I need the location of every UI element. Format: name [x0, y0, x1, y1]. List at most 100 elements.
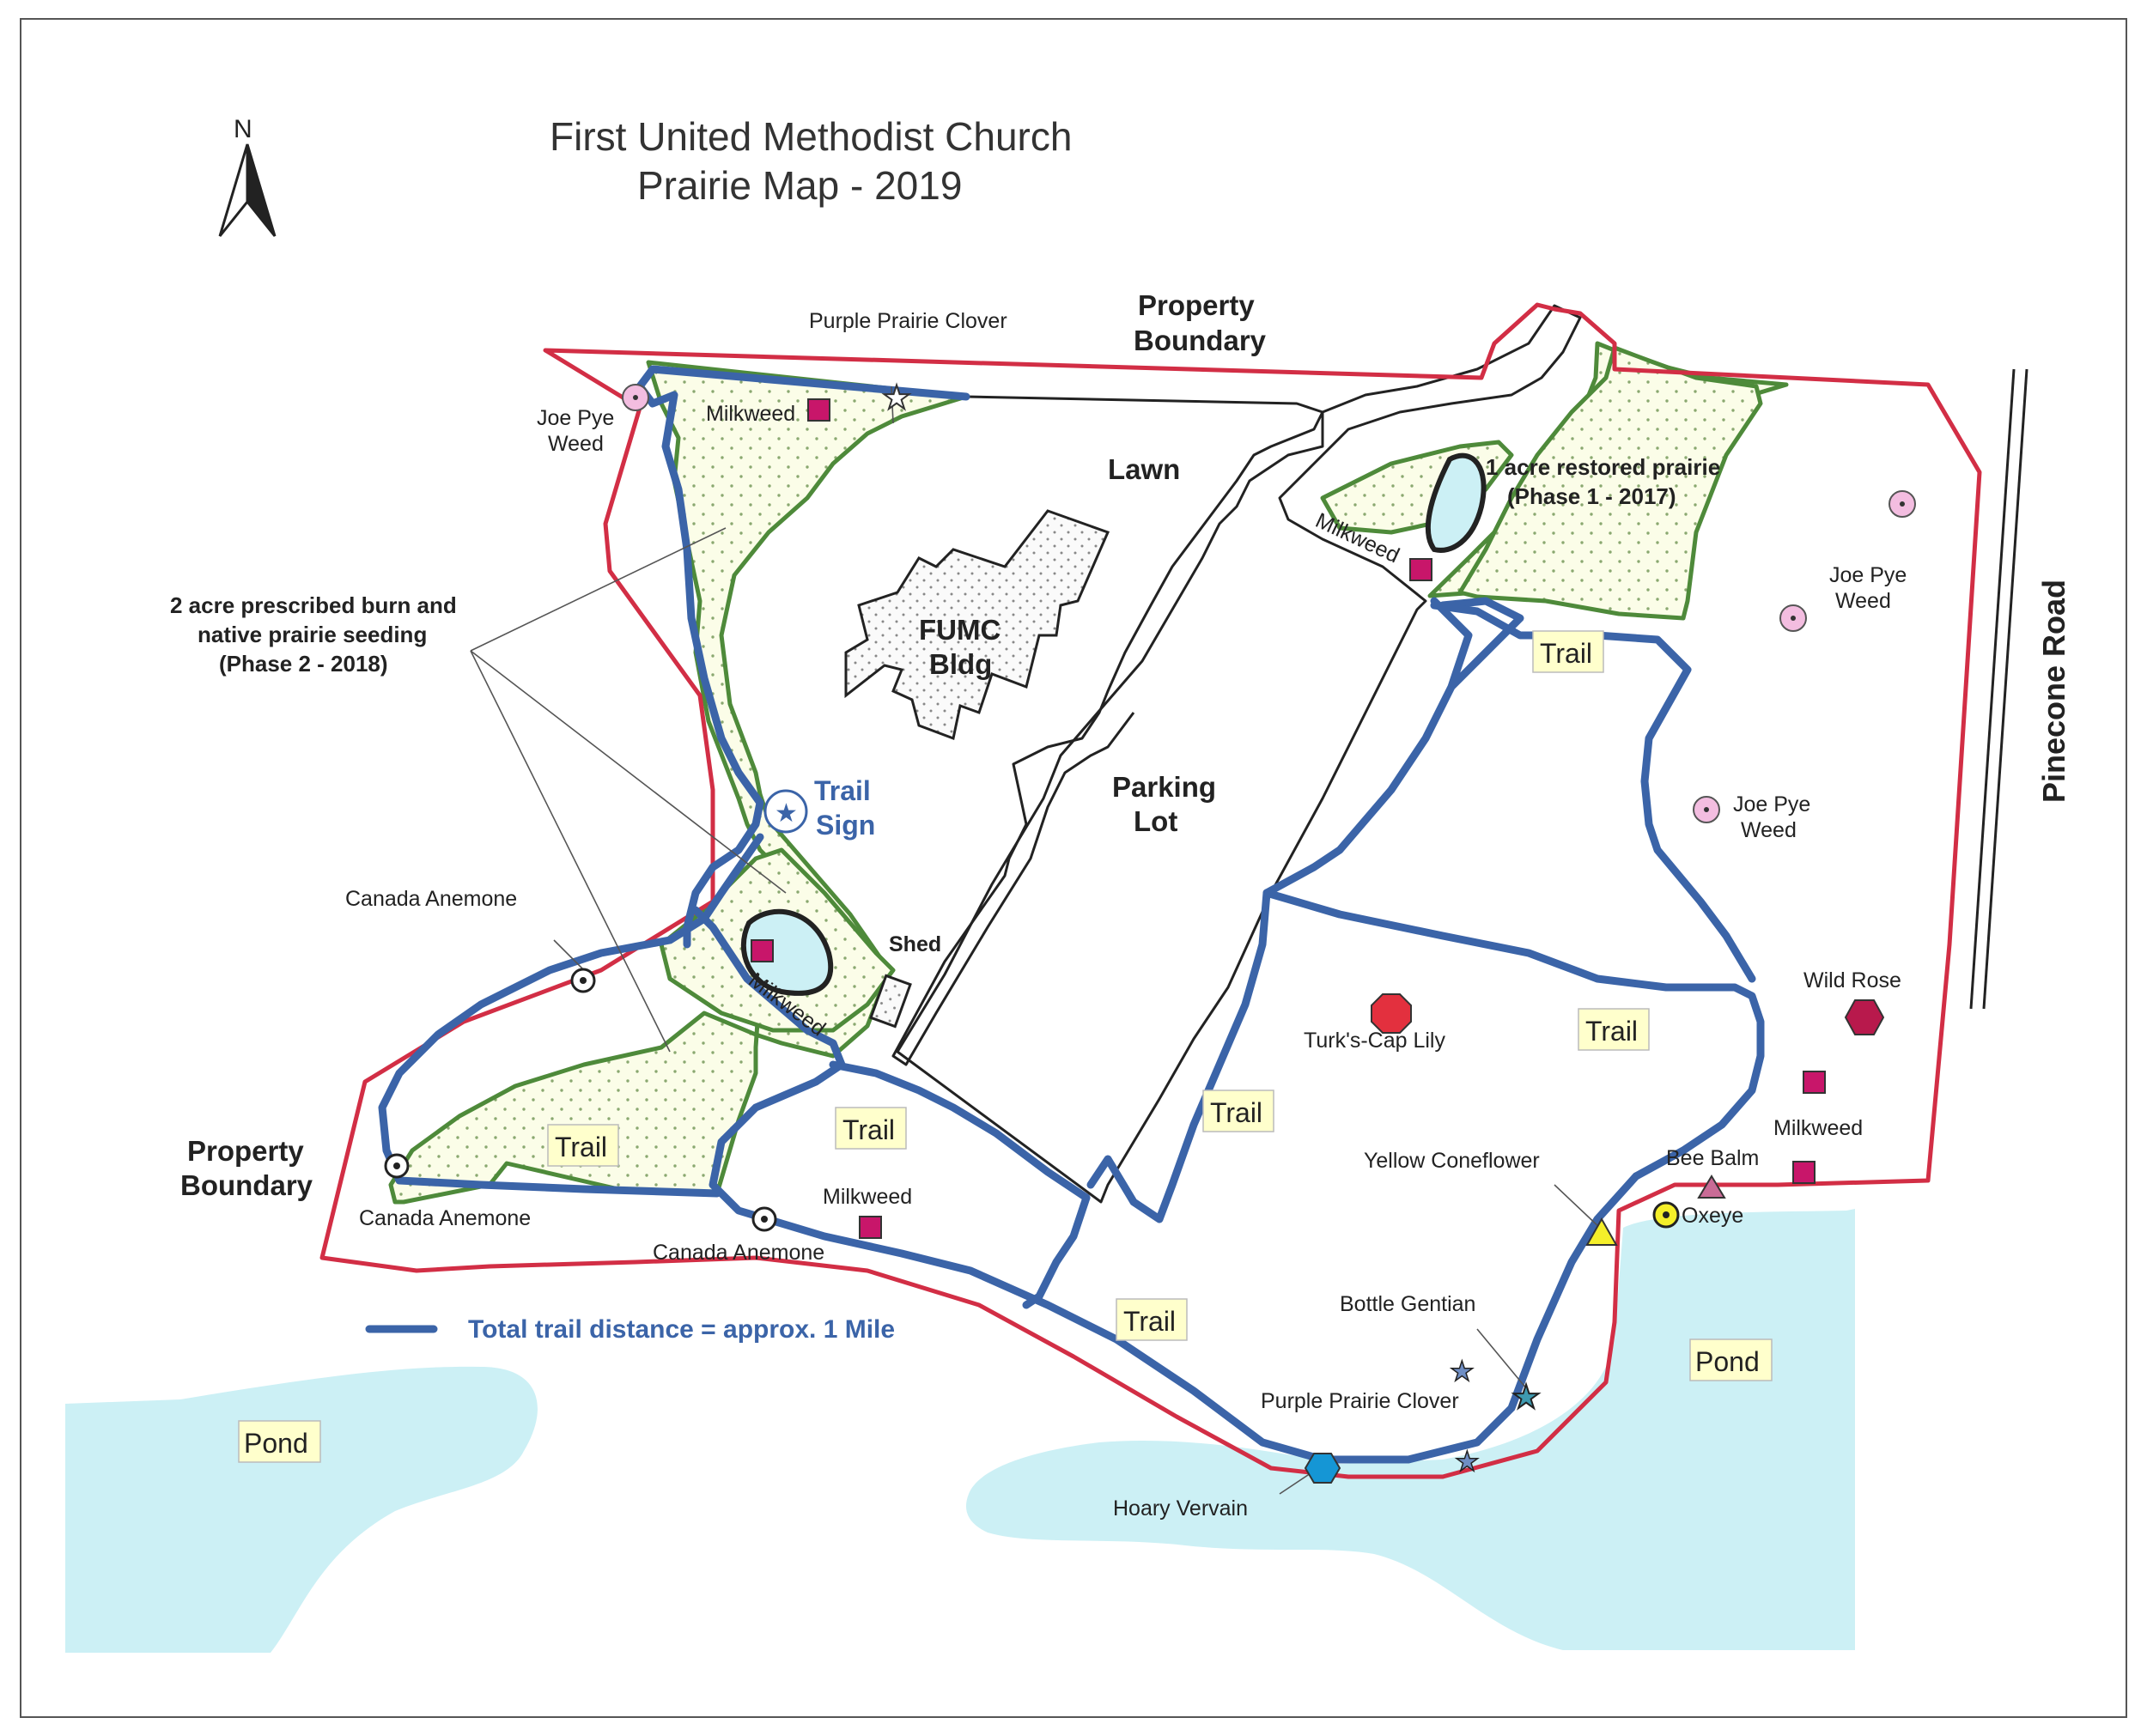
- milkweed-square-icon: [807, 398, 830, 422]
- svg-text:Trail: Trail: [1210, 1097, 1262, 1128]
- coneflower-triangle-icon: [1585, 1217, 1618, 1246]
- prairie-phase1-main: [1457, 345, 1763, 621]
- turks-cap-octagon-icon: [1371, 993, 1412, 1034]
- road-label: Pinecone Road: [2036, 580, 2071, 803]
- label-milkweed-5: Milkweed: [1773, 1116, 1863, 1140]
- boundary-top-line1: Property: [1138, 289, 1255, 321]
- label-wild-rose: Wild Rose: [1803, 968, 1901, 992]
- title-line1: First United Methodist Church: [550, 114, 1072, 159]
- trail-box-4: Trail: [835, 1107, 907, 1150]
- road-line-2: [1982, 368, 2028, 1010]
- label-joe-pye-3b: Weed: [1741, 818, 1797, 842]
- road-line-1: [1969, 368, 2016, 1010]
- label-turks-cap: Turk's-Cap Lily: [1304, 1029, 1445, 1053]
- title-line2: Prairie Map - 2019: [637, 163, 962, 208]
- building-label-1: FUMC: [919, 614, 1001, 646]
- phase2-label-1: 2 acre prescribed burn and: [170, 592, 457, 618]
- svg-text:Pond: Pond: [244, 1428, 308, 1459]
- label-clover-south: Purple Prairie Clover: [1261, 1389, 1459, 1413]
- label-joe-pye-1b: Weed: [548, 432, 604, 456]
- trail-east-outer: [1430, 601, 1756, 983]
- inner-pond-east: [1425, 452, 1487, 553]
- inner-pond-west: [740, 908, 834, 996]
- label-anemone-3: Canada Anemone: [653, 1241, 824, 1265]
- pond-label-right: Pond: [1689, 1338, 1773, 1381]
- joe-pye-icon: [1779, 604, 1807, 632]
- milkweed-square-icon: [859, 1216, 882, 1239]
- lawn-label: Lawn: [1108, 453, 1180, 485]
- clover-star-icon: ★: [1450, 1355, 1475, 1387]
- trail-cross-mid: [829, 1060, 1091, 1202]
- svg-text:Trail: Trail: [1585, 1016, 1638, 1047]
- svg-text:Trail: Trail: [1540, 638, 1592, 669]
- north-label: N: [234, 115, 252, 143]
- oxeye-icon: [1652, 1201, 1680, 1229]
- shed-label: Shed: [889, 932, 941, 956]
- label-oxeye: Oxeye: [1682, 1204, 1743, 1228]
- label-anemone-1: Canada Anemone: [345, 887, 517, 911]
- wild-rose-hexagon-icon: [1844, 999, 1885, 1035]
- trail-west-loop: [378, 833, 764, 1198]
- phase1-label-1: 1 acre restored prairie: [1486, 454, 1720, 480]
- label-bottle-gentian: Bottle Gentian: [1340, 1292, 1475, 1316]
- pond-label-left: Pond: [238, 1420, 321, 1463]
- boundary-left-line1: Property: [187, 1135, 304, 1167]
- parking-lot-outline: [896, 304, 1582, 1204]
- trail-box-1: Trail: [1532, 630, 1604, 673]
- bee-balm-triangle-icon: [1697, 1175, 1726, 1199]
- clover-star-icon: ★: [882, 379, 911, 416]
- pond-right: [965, 1209, 1855, 1650]
- building-label-2: Bldg: [929, 648, 992, 680]
- label-milkweed-4: Milkweed: [823, 1185, 912, 1209]
- joe-pye-icon: [622, 384, 649, 411]
- trail-box-6: Trail: [1116, 1298, 1188, 1341]
- label-anemone-2: Canada Anemone: [359, 1206, 531, 1230]
- trail-box-2: Trail: [1578, 1008, 1650, 1051]
- svg-text:Trail: Trail: [555, 1132, 607, 1162]
- north-arrow-icon: [218, 143, 277, 237]
- vervain-hexagon-icon: [1304, 1453, 1341, 1484]
- label-hoary-vervain: Hoary Vervain: [1113, 1496, 1248, 1521]
- clover-star-icon: ★: [1455, 1445, 1480, 1478]
- label-joe-pye-2a: Joe Pye: [1829, 563, 1907, 587]
- label-coneflower: Yellow Coneflower: [1364, 1149, 1540, 1173]
- shed: [869, 974, 912, 1029]
- label-milkweed-1: Milkweed: [706, 402, 795, 426]
- label-joe-pye-3a: Joe Pye: [1733, 792, 1810, 816]
- svg-text:★: ★: [775, 798, 798, 829]
- parking-label-1: Parking: [1112, 771, 1216, 803]
- label-joe-pye-2b: Weed: [1835, 589, 1891, 613]
- anemone-icon: [570, 968, 596, 993]
- milkweed-square-icon: [1803, 1071, 1826, 1094]
- label-bee-balm: Bee Balm: [1666, 1146, 1759, 1170]
- trail-sign-icon: ★: [763, 789, 808, 834]
- joe-pye-icon: [1889, 490, 1916, 518]
- anemone-icon: [384, 1153, 410, 1179]
- gentian-star-icon: ★: [1511, 1378, 1541, 1416]
- trail-sign-label-2: Sign: [816, 810, 875, 841]
- milkweed-square-icon: [1409, 558, 1432, 581]
- anemone-icon: [751, 1206, 777, 1232]
- legend-text: Total trail distance = approx. 1 Mile: [468, 1315, 895, 1344]
- svg-text:Pond: Pond: [1695, 1346, 1760, 1377]
- label-clover-north: Purple Prairie Clover: [809, 309, 1007, 333]
- boundary-top-line2: Boundary: [1134, 325, 1267, 356]
- trail-box-5: Trail: [547, 1124, 619, 1167]
- trail-sign-label-1: Trail: [814, 775, 871, 806]
- svg-text:Trail: Trail: [1123, 1306, 1176, 1337]
- trail-east-loop: [1086, 597, 1524, 1223]
- svg-text:Trail: Trail: [842, 1114, 895, 1145]
- phase1-label-2: (Phase 1 - 2017): [1507, 483, 1676, 509]
- trail-east-cross: [1262, 889, 1713, 992]
- milkweed-square-icon: [751, 939, 774, 962]
- trail-box-3: Trail: [1202, 1090, 1274, 1132]
- trail-west-cross: [691, 906, 1765, 1464]
- fumc-building: [844, 509, 1110, 741]
- map-frame: [20, 18, 2127, 1718]
- lawn-outline: [891, 395, 1324, 1066]
- milkweed-square-icon: [1792, 1161, 1816, 1184]
- pond-left: [65, 1366, 538, 1653]
- phase2-label-2: native prairie seeding: [198, 622, 427, 647]
- phase2-label-3: (Phase 2 - 2018): [219, 651, 388, 677]
